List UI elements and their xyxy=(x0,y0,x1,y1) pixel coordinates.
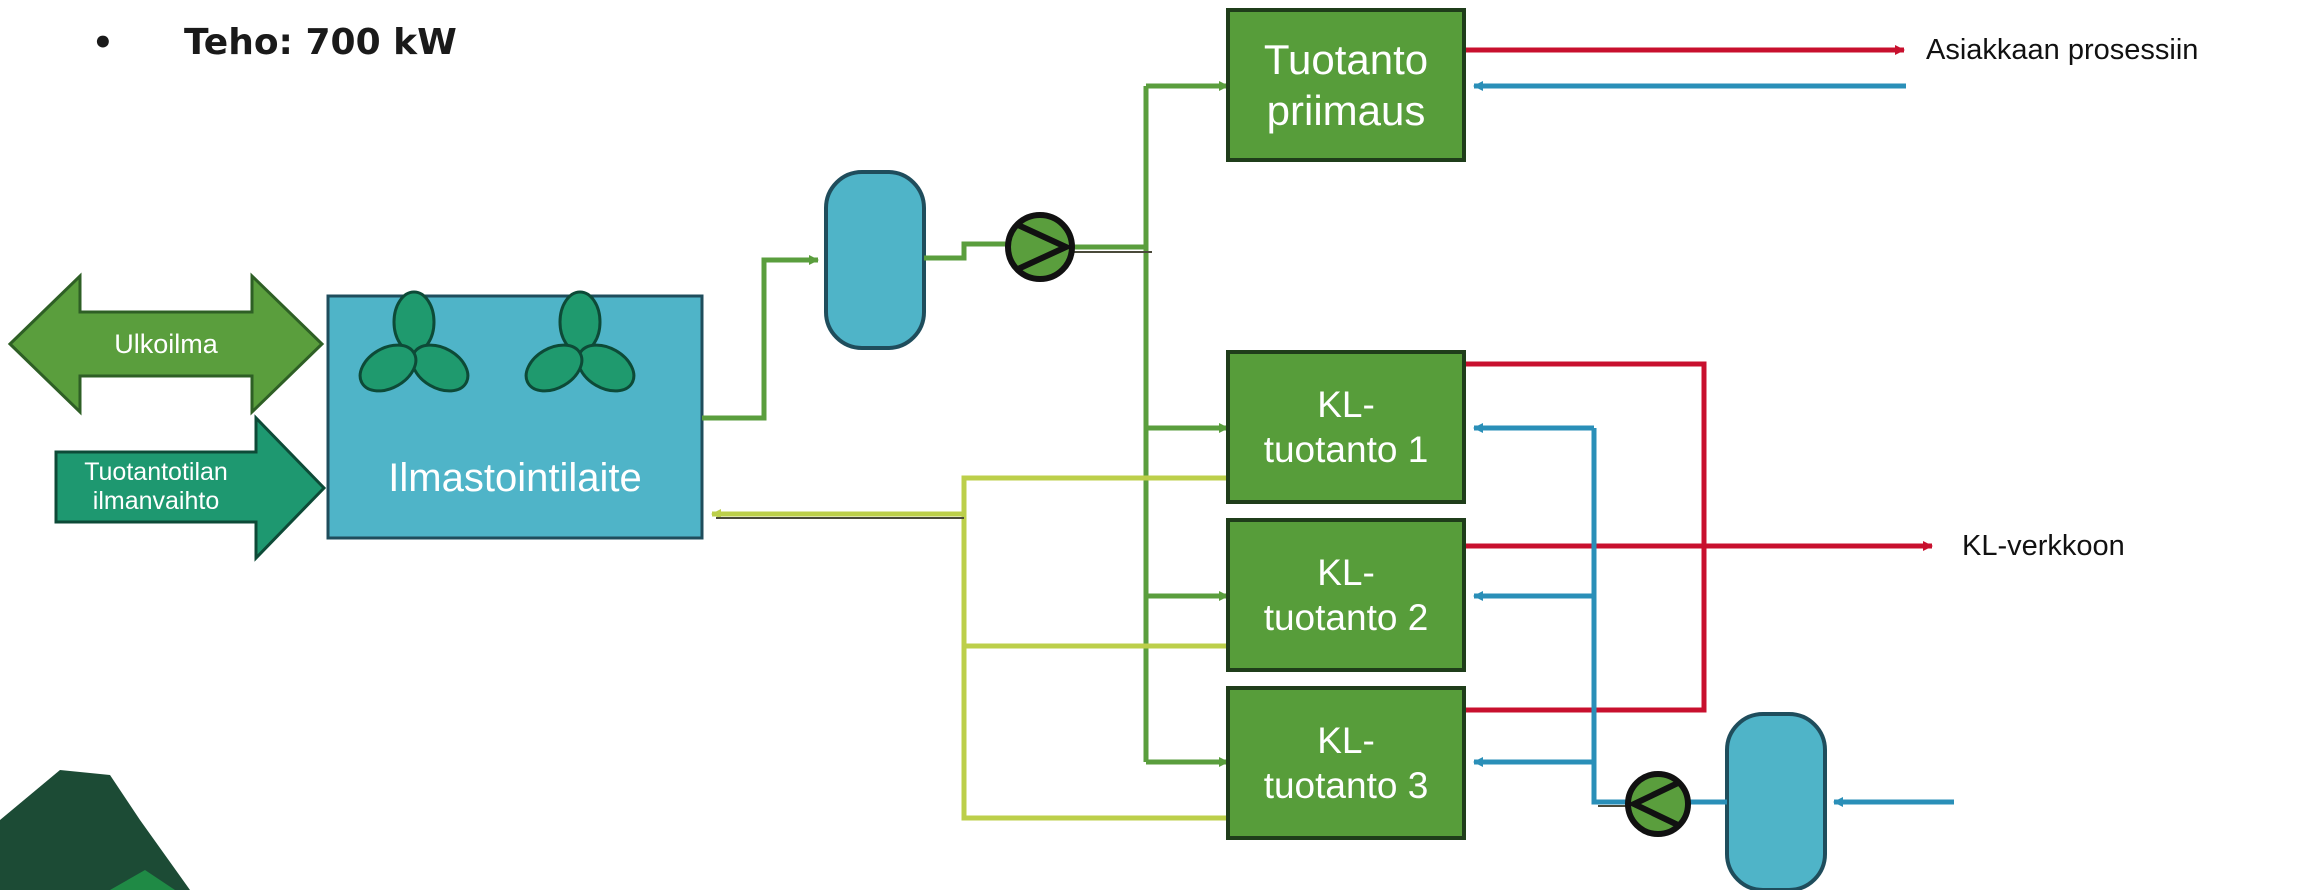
pump-icon xyxy=(1625,771,1691,837)
production-primary-label: Tuotanto priimaus xyxy=(1228,10,1464,160)
dh-production-1-line-2: tuotanto 1 xyxy=(1263,429,1429,470)
dh-production-3-line-2: tuotanto 3 xyxy=(1263,765,1429,806)
dh-production-1-box xyxy=(1226,350,1466,504)
power-bullet: • Teho: 700 kW xyxy=(92,22,457,63)
dh-production-1-line-1: KL- xyxy=(1317,383,1375,425)
production-primary-box xyxy=(1226,8,1466,162)
room-air-line-1: Tuotantotilan xyxy=(84,458,228,487)
hvac-unit-text: Ilmastointilaite xyxy=(388,455,642,500)
outdoor-air-label: Ulkoilma xyxy=(80,312,252,376)
outdoor-air-text: Ulkoilma xyxy=(114,328,218,359)
supply-lines-green xyxy=(702,81,1229,767)
dh-production-3-box xyxy=(1226,686,1466,840)
fan-icon xyxy=(358,290,470,393)
storage-tank-bottom xyxy=(1725,712,1827,890)
production-primary-line-1: Tuotanto xyxy=(1263,35,1429,83)
dh-return-lines-blue xyxy=(1473,423,1954,807)
power-rating: Teho: 700 kW xyxy=(184,22,457,63)
hvac-unit-label: Ilmastointilaite xyxy=(328,446,702,510)
dh-network-label: KL-verkkoon xyxy=(1962,530,2125,562)
dh-production-2-line-1: KL- xyxy=(1317,551,1375,593)
dh-production-2-label: KL- tuotanto 2 xyxy=(1228,520,1464,670)
customer-process-label: Asiakkaan prosessiin xyxy=(1926,34,2199,66)
dh-production-3-label: KL- tuotanto 3 xyxy=(1228,688,1464,838)
return-lines-yellow xyxy=(711,475,1228,821)
dh-production-3-line-1: KL- xyxy=(1317,719,1375,761)
outdoor-air-arrow xyxy=(7,272,325,416)
production-primary-line-2: priimaus xyxy=(1266,87,1426,134)
dh-supply-lines-red xyxy=(1466,361,1933,713)
pump-icon xyxy=(1005,212,1075,282)
dh-production-2-box xyxy=(1226,518,1466,672)
dh-production-2-line-2: tuotanto 2 xyxy=(1263,597,1429,638)
room-air-line-2: ilmanvaihto xyxy=(92,487,220,515)
fan-icon xyxy=(524,290,636,393)
storage-tank-top xyxy=(824,170,926,350)
dh-production-1-label: KL- tuotanto 1 xyxy=(1228,352,1464,502)
room-air-arrow xyxy=(54,414,327,562)
room-air-label: Tuotantotilan ilmanvaihto xyxy=(56,452,256,522)
hvac-unit-box xyxy=(326,294,704,540)
bullet-symbol: • xyxy=(92,22,114,63)
logo-corner xyxy=(0,770,190,890)
